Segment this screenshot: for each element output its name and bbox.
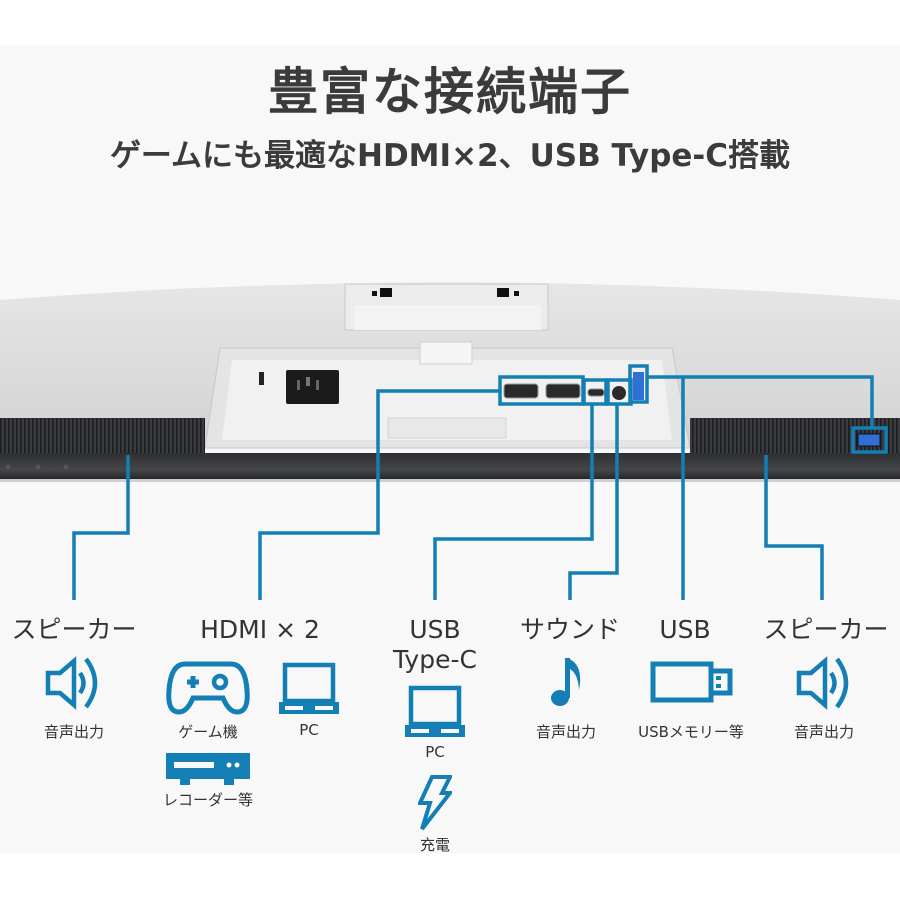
port-label-speaker-right: スピーカー [763,615,889,644]
port-label-speaker-left: スピーカー [11,615,137,644]
laptop-icon [279,662,339,714]
speaker-icon [45,656,98,710]
use-caption: 音声出力 [43,723,104,741]
use-caption: 充電 [419,836,450,854]
page-title: 豊富な接続端子 [268,63,632,121]
page-subtitle: ゲームにも最適なHDMI×2、USB Type-C搭載 [109,138,791,174]
laptop-icon [405,685,465,737]
use-caption: レコーダー等 [162,791,253,809]
port-label-usb: USB [659,615,711,644]
monitor-shell [0,282,900,482]
port-label-usbc-line2: Type-C [393,645,477,674]
port-label-audio: サウンド [519,615,620,644]
use-caption: PC [425,743,445,761]
music-note-icon [551,658,581,706]
speaker-icon [796,656,849,710]
gamepad-icon [166,661,250,715]
use-caption: PC [299,721,319,739]
use-caption: ゲーム機 [178,723,238,741]
port-label-hdmi: HDMI × 2 [200,615,320,644]
use-caption: USBメモリー等 [638,723,744,741]
use-caption: 音声出力 [793,723,854,741]
port-label-usbc-line1: USB [409,615,461,644]
callout-lines [72,364,888,600]
recorder-icon [166,753,250,785]
lightning-icon [418,775,452,831]
usb-drive-icon [650,661,733,703]
use-caption: 音声出力 [535,723,596,741]
